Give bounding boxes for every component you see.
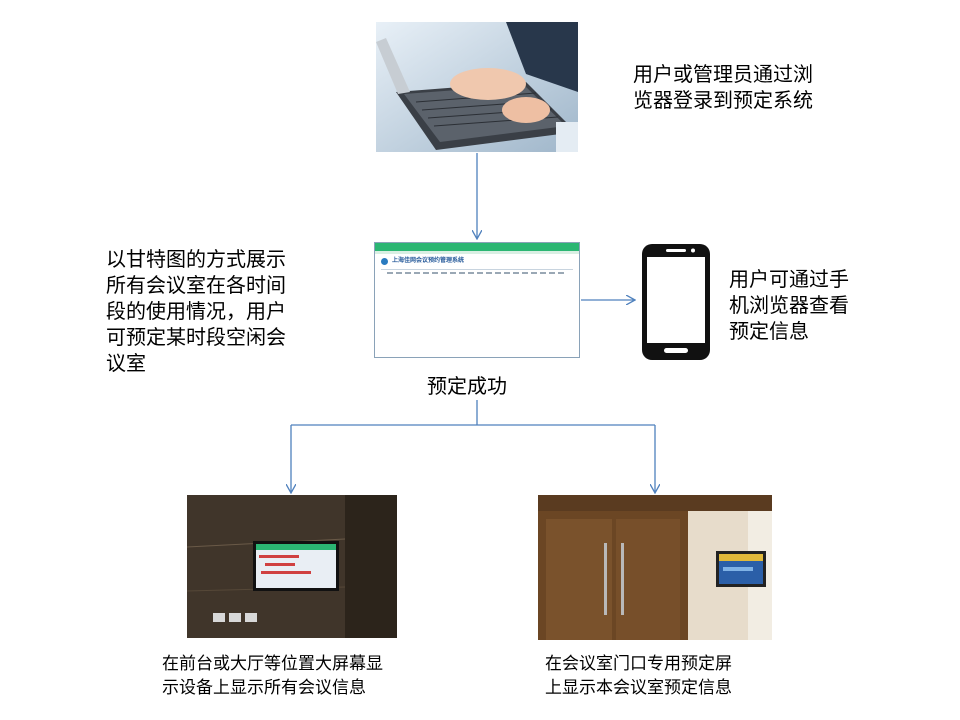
mobile-description: 用户可通过手 机浏览器查看 预定信息 xyxy=(729,266,849,344)
door-description-line: 在会议室门口专用预定屏 xyxy=(545,654,732,674)
web-system-screenshot: 上海佳网会议预约管理系统 xyxy=(374,242,580,358)
mobile-description-line: 用户可通过手 xyxy=(729,267,849,291)
login-description: 用户或管理员通过浏 览器登录到预定系统 xyxy=(633,61,813,113)
door-display-photo xyxy=(538,495,772,640)
door-illustration xyxy=(538,495,772,640)
login-description-line: 用户或管理员通过浏 xyxy=(633,62,813,86)
laptop-photo xyxy=(376,22,578,152)
lobby-description-line: 示设备上显示所有会议信息 xyxy=(162,678,366,698)
door-description-line: 上显示本会议室预定信息 xyxy=(545,678,732,698)
web-logo-icon xyxy=(381,257,388,265)
laptop-illustration xyxy=(376,22,578,152)
lobby-description-line: 在前台或大厅等位置大屏幕显 xyxy=(162,654,383,674)
gantt-description-line: 议室 xyxy=(106,351,146,375)
gantt-description-line: 段的使用情况，用户 xyxy=(106,299,286,323)
mobile-description-line: 机浏览器查看 xyxy=(729,293,849,317)
web-header-bar xyxy=(375,243,579,251)
web-gantt-row xyxy=(387,272,567,274)
door-description: 在会议室门口专用预定屏 上显示本会议室预定信息 xyxy=(545,652,732,700)
booking-success-label: 预定成功 xyxy=(427,374,507,398)
web-title-row: 上海佳网会议预约管理系统 xyxy=(375,254,579,268)
mobile-description-line: 预定信息 xyxy=(729,319,809,343)
lobby-display-photo xyxy=(187,495,397,638)
web-subheader xyxy=(375,251,579,254)
login-description-line: 览器登录到预定系统 xyxy=(633,88,813,112)
lobby-description: 在前台或大厅等位置大屏幕显 示设备上显示所有会议信息 xyxy=(162,652,383,700)
web-title: 上海佳网会议预约管理系统 xyxy=(392,257,465,264)
gantt-description-line: 所有会议室在各时间 xyxy=(106,273,286,297)
lobby-illustration xyxy=(187,495,397,638)
gantt-description-line: 可预定某时段空闲会 xyxy=(106,325,286,349)
web-divider xyxy=(381,269,573,270)
gantt-description: 以甘特图的方式展示 所有会议室在各时间 段的使用情况，用户 可预定某时段空闲会 … xyxy=(106,246,286,376)
gantt-description-line: 以甘特图的方式展示 xyxy=(106,247,286,271)
mobile-phone-icon xyxy=(642,244,710,360)
